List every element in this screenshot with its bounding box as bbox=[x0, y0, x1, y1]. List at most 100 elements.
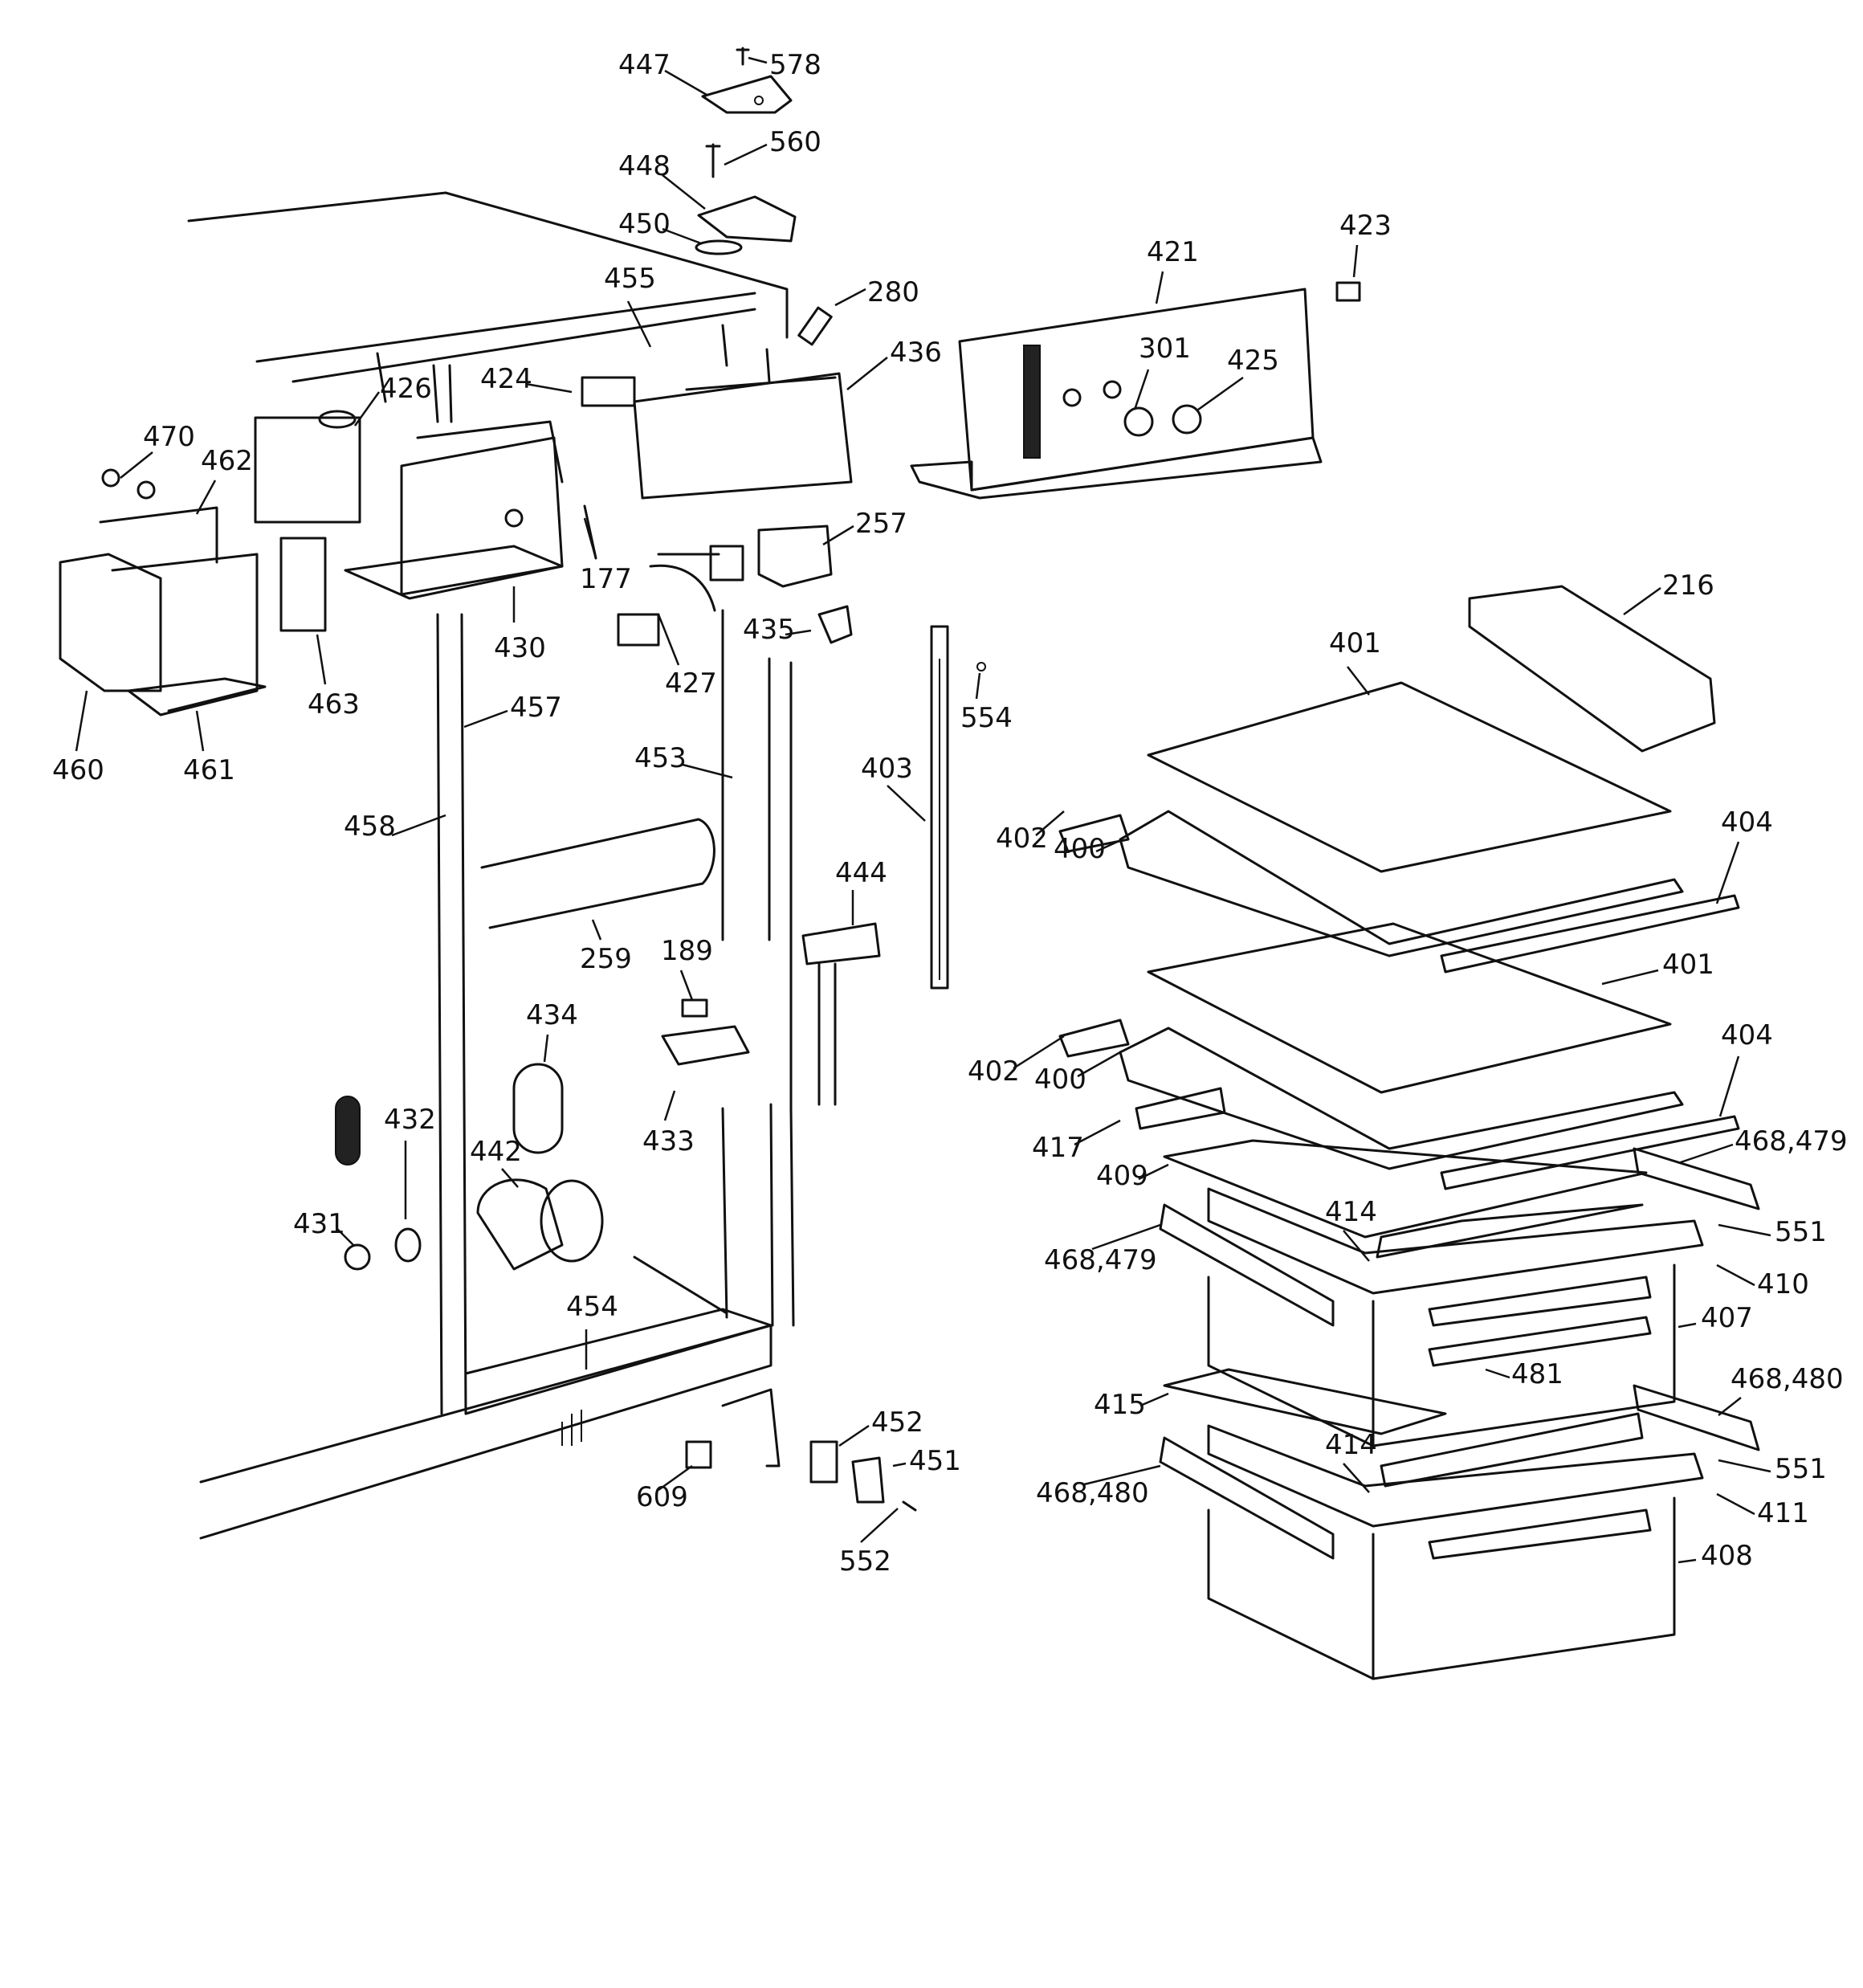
part-number-c402b: 402 bbox=[968, 1055, 1020, 1088]
part-number-c400a: 400 bbox=[1054, 833, 1106, 865]
leader-line-c435 bbox=[785, 629, 812, 636]
part-number-c551a: 551 bbox=[1775, 1216, 1827, 1248]
leader-line-c216 bbox=[1623, 586, 1661, 616]
part-number-c551b: 551 bbox=[1775, 1453, 1827, 1485]
part-number-c442: 442 bbox=[470, 1136, 522, 1168]
leader-line-c401a bbox=[1347, 666, 1370, 696]
part-number-c468b: 468,479 bbox=[1044, 1244, 1157, 1276]
part-number-c453: 453 bbox=[634, 742, 687, 774]
leader-line-c461 bbox=[195, 710, 205, 752]
leader-line-c410 bbox=[1716, 1263, 1755, 1287]
part-number-c402a: 402 bbox=[996, 823, 1048, 855]
part-number-c404b: 404 bbox=[1721, 1019, 1773, 1051]
leader-line-c189 bbox=[679, 970, 694, 1001]
part-number-c401a: 401 bbox=[1329, 627, 1381, 659]
part-number-c452: 452 bbox=[871, 1406, 923, 1439]
part-number-c421: 421 bbox=[1147, 236, 1199, 268]
part-number-c403: 403 bbox=[861, 753, 913, 785]
part-number-c432: 432 bbox=[384, 1104, 436, 1136]
part-number-c414b: 414 bbox=[1325, 1429, 1377, 1461]
part-number-c177: 177 bbox=[580, 563, 632, 595]
leader-line-c450 bbox=[662, 227, 702, 245]
leader-line-c426 bbox=[353, 391, 381, 427]
part-number-c468a: 468,479 bbox=[1735, 1125, 1848, 1157]
leader-line-c177 bbox=[583, 517, 597, 559]
leader-line-c442 bbox=[501, 1168, 519, 1188]
leader-line-c434 bbox=[543, 1034, 549, 1063]
part-number-c189: 189 bbox=[661, 935, 713, 967]
part-number-c458: 458 bbox=[344, 810, 396, 843]
part-number-c301: 301 bbox=[1139, 333, 1191, 365]
part-number-c560: 560 bbox=[769, 126, 821, 158]
part-number-c463: 463 bbox=[308, 688, 360, 720]
part-number-c280: 280 bbox=[867, 276, 919, 308]
leader-line-c551b bbox=[1718, 1459, 1771, 1473]
part-number-c401b: 401 bbox=[1662, 949, 1714, 981]
part-number-c417: 417 bbox=[1032, 1132, 1084, 1164]
part-number-c404a: 404 bbox=[1721, 806, 1773, 839]
control-area-parts bbox=[344, 372, 853, 647]
leader-line-c468a bbox=[1678, 1143, 1734, 1165]
part-number-c423: 423 bbox=[1339, 210, 1392, 242]
part-number-c609: 609 bbox=[636, 1481, 688, 1513]
leader-line-c301 bbox=[1133, 369, 1150, 410]
part-number-c400b: 400 bbox=[1034, 1063, 1086, 1096]
leader-line-c431 bbox=[336, 1228, 354, 1246]
leader-line-c468b bbox=[1091, 1223, 1161, 1251]
leader-line-c578 bbox=[748, 56, 768, 64]
part-number-c468c: 468,480 bbox=[1731, 1363, 1844, 1395]
leader-line-c463 bbox=[316, 634, 327, 685]
part-number-c409: 409 bbox=[1096, 1160, 1148, 1192]
leader-line-c481 bbox=[1485, 1368, 1510, 1379]
leader-line-c407 bbox=[1678, 1322, 1697, 1329]
leader-line-c448 bbox=[662, 174, 706, 210]
part-number-c430: 430 bbox=[494, 632, 546, 664]
leader-line-c402a bbox=[1035, 810, 1065, 836]
part-number-c436: 436 bbox=[890, 337, 942, 369]
part-number-c451: 451 bbox=[909, 1445, 961, 1477]
leader-line-c415 bbox=[1139, 1392, 1169, 1407]
part-number-c462: 462 bbox=[201, 445, 253, 477]
leader-line-c257 bbox=[822, 525, 854, 546]
leader-line-c404a bbox=[1715, 841, 1740, 904]
leader-line-c414a bbox=[1343, 1230, 1370, 1262]
leader-line-c462 bbox=[195, 480, 217, 515]
leader-line-c470 bbox=[120, 451, 153, 479]
part-number-c259: 259 bbox=[580, 943, 632, 975]
leader-line-c453 bbox=[682, 763, 733, 779]
leader-line-c436 bbox=[846, 357, 888, 390]
shelves-and-drawers bbox=[1058, 585, 1760, 1680]
part-number-c444: 444 bbox=[835, 857, 887, 889]
part-number-c407: 407 bbox=[1701, 1302, 1753, 1334]
part-number-c468d: 468,480 bbox=[1036, 1477, 1149, 1509]
leader-line-c460 bbox=[75, 690, 88, 752]
part-number-c424: 424 bbox=[480, 363, 532, 395]
leader-line-c401b bbox=[1601, 969, 1659, 986]
leader-line-c417 bbox=[1074, 1119, 1121, 1146]
part-number-c434: 434 bbox=[526, 999, 578, 1031]
leader-line-c609 bbox=[658, 1464, 693, 1492]
part-number-c433: 433 bbox=[642, 1125, 695, 1157]
lower-left-parts bbox=[335, 818, 917, 1512]
part-number-c216: 216 bbox=[1662, 569, 1714, 602]
leader-line-c468c bbox=[1718, 1397, 1742, 1416]
part-number-c411: 411 bbox=[1757, 1497, 1809, 1529]
leader-line-c468d bbox=[1083, 1464, 1161, 1486]
control-panel bbox=[910, 281, 1361, 500]
part-number-c447: 447 bbox=[618, 49, 671, 81]
leader-line-c560 bbox=[724, 143, 768, 166]
part-number-c450: 450 bbox=[618, 208, 671, 240]
part-number-c457: 457 bbox=[510, 692, 562, 724]
leader-line-c280 bbox=[834, 288, 866, 307]
part-number-c408: 408 bbox=[1701, 1540, 1753, 1572]
part-number-c470: 470 bbox=[143, 421, 195, 453]
leader-line-c455 bbox=[626, 300, 652, 348]
leader-line-c447 bbox=[664, 69, 707, 96]
part-number-c455: 455 bbox=[604, 263, 656, 295]
hinge-assembly bbox=[695, 47, 833, 346]
leader-line-c451 bbox=[892, 1462, 907, 1468]
leader-line-c554 bbox=[975, 672, 981, 700]
leader-line-c402b bbox=[1013, 1035, 1065, 1070]
